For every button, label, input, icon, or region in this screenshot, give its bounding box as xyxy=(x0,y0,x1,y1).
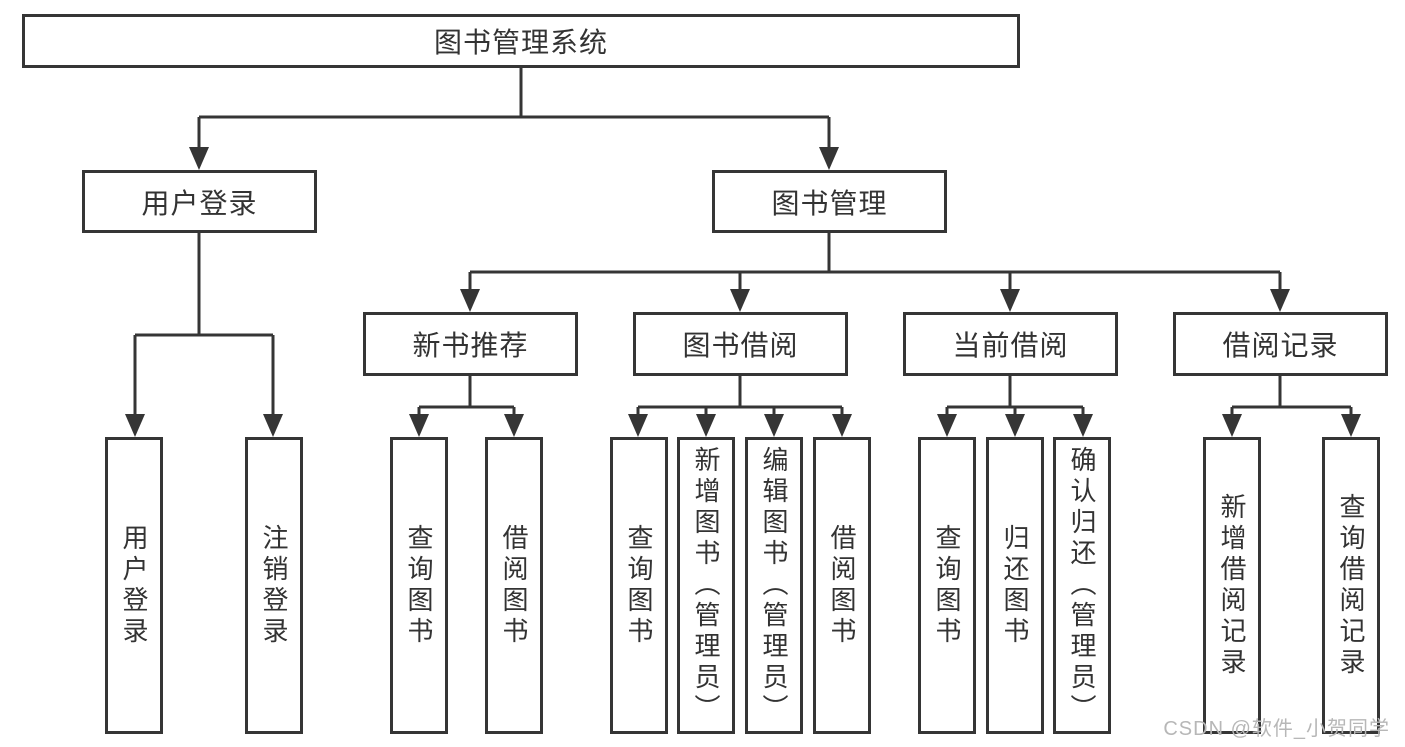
leaf-user-login-label: 用户登录 xyxy=(119,523,149,648)
node-new-book-recommend-label: 新书推荐 xyxy=(412,330,529,361)
leaf-add-borrow-record-label: 新增借阅记录 xyxy=(1217,492,1247,679)
arrowhead xyxy=(189,147,209,170)
leaf-add-books-admin: 新增图书（管理员） xyxy=(677,437,735,734)
node-current-borrow-label: 当前借阅 xyxy=(952,330,1069,361)
node-book-management-label: 图书管理 xyxy=(771,187,888,219)
leaf-current-query-books: 查询图书 xyxy=(918,437,976,734)
node-borrow-records-label: 借阅记录 xyxy=(1222,330,1339,361)
leaf-add-books-admin-label: 新增图书（管理员） xyxy=(691,446,721,725)
arrowhead xyxy=(764,414,784,437)
node-current-borrow: 当前借阅 xyxy=(903,312,1118,376)
arrowhead xyxy=(1073,414,1093,437)
arrowhead xyxy=(832,414,852,437)
leaf-confirm-return-admin-label: 确认归还（管理员） xyxy=(1067,446,1097,725)
connector-book-management-branch xyxy=(468,233,1282,294)
leaf-recommend-query-books: 查询图书 xyxy=(390,437,448,734)
leaf-borrow-books-label: 借阅图书 xyxy=(827,523,857,648)
leaf-confirm-return-admin: 确认归还（管理员） xyxy=(1053,437,1111,734)
connector-user-login-branch xyxy=(133,233,275,419)
leaf-borrow-query-books-label: 查询图书 xyxy=(624,523,654,648)
connector-borrow-records-branch xyxy=(1230,376,1353,419)
node-book-management: 图书管理 xyxy=(712,170,947,233)
leaf-logout-label: 注销登录 xyxy=(259,523,289,648)
leaf-current-query-books-label: 查询图书 xyxy=(932,523,962,648)
leaf-recommend-query-books-label: 查询图书 xyxy=(404,523,434,648)
connector-current-borrow-branch xyxy=(945,376,1085,419)
leaf-edit-books-admin-label: 编辑图书（管理员） xyxy=(759,446,789,725)
connector-new-book-branch xyxy=(417,376,516,419)
leaf-borrow-query-books: 查询图书 xyxy=(610,437,668,734)
leaf-return-books: 归还图书 xyxy=(986,437,1044,734)
leaf-add-borrow-record: 新增借阅记录 xyxy=(1203,437,1261,734)
arrowhead xyxy=(409,414,429,437)
node-book-borrow: 图书借阅 xyxy=(633,312,848,376)
arrowhead xyxy=(937,414,957,437)
arrowhead xyxy=(460,289,480,312)
arrowhead xyxy=(1222,414,1242,437)
connector-book-borrow-branch xyxy=(636,376,844,419)
arrowhead xyxy=(1341,414,1361,437)
leaf-query-borrow-record: 查询借阅记录 xyxy=(1322,437,1380,734)
leaf-query-borrow-record-label: 查询借阅记录 xyxy=(1336,492,1366,679)
arrowhead xyxy=(730,289,750,312)
leaf-logout: 注销登录 xyxy=(245,437,303,734)
arrowhead xyxy=(819,147,839,170)
arrowhead xyxy=(1000,289,1020,312)
leaf-recommend-borrow-books-label: 借阅图书 xyxy=(499,523,529,648)
csdn-watermark: CSDN @软件_小贺同学 xyxy=(1163,718,1390,740)
node-new-book-recommend: 新书推荐 xyxy=(363,312,578,376)
arrowhead xyxy=(1270,289,1290,312)
connector-root-branch xyxy=(197,68,831,152)
leaf-user-login: 用户登录 xyxy=(105,437,163,734)
arrowhead xyxy=(263,414,283,437)
node-book-borrow-label: 图书借阅 xyxy=(682,330,799,361)
arrowhead xyxy=(1005,414,1025,437)
leaf-return-books-label: 归还图书 xyxy=(1000,523,1030,648)
leaf-borrow-books: 借阅图书 xyxy=(813,437,871,734)
arrowhead xyxy=(628,414,648,437)
arrowhead xyxy=(125,414,145,437)
leaf-edit-books-admin: 编辑图书（管理员） xyxy=(745,437,803,734)
arrowhead xyxy=(504,414,524,437)
node-root-label: 图书管理系统 xyxy=(433,27,608,58)
node-borrow-records: 借阅记录 xyxy=(1173,312,1388,376)
node-user-login: 用户登录 xyxy=(82,170,317,233)
node-root: 图书管理系统 xyxy=(22,14,1020,68)
leaf-recommend-borrow-books: 借阅图书 xyxy=(485,437,543,734)
arrowhead xyxy=(696,414,716,437)
node-user-login-label: 用户登录 xyxy=(141,187,258,219)
